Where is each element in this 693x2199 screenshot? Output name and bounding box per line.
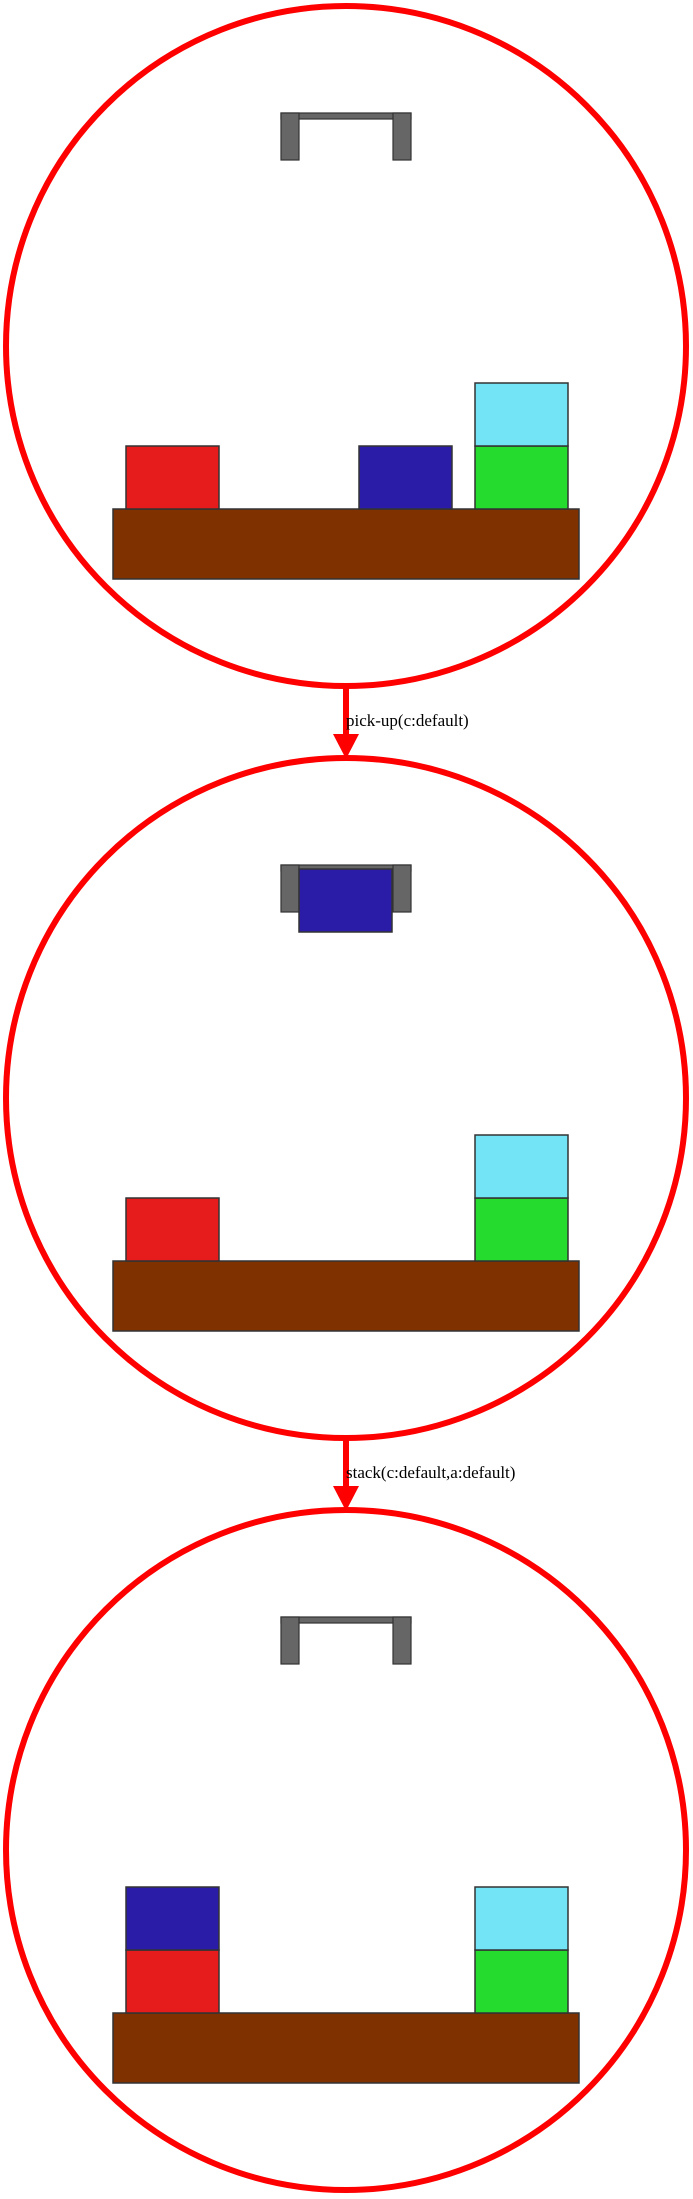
edge-arrowhead — [333, 1486, 359, 1511]
state-circle — [3, 755, 689, 1441]
block-green — [474, 1949, 569, 2014]
block-blue — [358, 445, 453, 510]
block-red — [125, 1197, 220, 1262]
action-label: pick-up(c:default) — [346, 711, 469, 730]
gripper-top — [280, 1616, 412, 1624]
block-cyan — [474, 1886, 569, 1951]
block-green — [474, 1197, 569, 1262]
block-cyan — [474, 1134, 569, 1199]
state-node — [3, 755, 689, 1441]
gripper-right-finger — [392, 112, 412, 161]
states-layer — [3, 3, 689, 2193]
state-circle — [3, 1507, 689, 2193]
held-block-blue — [298, 868, 393, 933]
gripper-left-finger — [280, 1616, 300, 1665]
block-green — [474, 445, 569, 510]
table — [112, 508, 580, 580]
block-cyan — [474, 382, 569, 447]
transition-edge: stack(c:default,a:default) — [333, 1438, 515, 1511]
gripper-left-finger — [280, 112, 300, 161]
state-node — [3, 3, 689, 689]
state-circle — [3, 3, 689, 689]
gripper-top — [280, 112, 412, 120]
edge-arrowhead — [333, 734, 359, 759]
block-red — [125, 1949, 220, 2014]
table — [112, 2012, 580, 2084]
transitions-layer: pick-up(c:default) stack(c:default,a:defa… — [333, 686, 515, 1511]
transition-edge: pick-up(c:default) — [333, 686, 469, 759]
action-label: stack(c:default,a:default) — [346, 1463, 515, 1482]
gripper-right-finger — [392, 864, 412, 913]
gripper — [280, 112, 412, 161]
gripper — [280, 864, 412, 933]
table — [112, 1260, 580, 1332]
block-red — [125, 445, 220, 510]
gripper-left-finger — [280, 864, 300, 913]
gripper-right-finger — [392, 1616, 412, 1665]
state-node — [3, 1507, 689, 2193]
gripper — [280, 1616, 412, 1665]
block-blue — [125, 1886, 220, 1951]
